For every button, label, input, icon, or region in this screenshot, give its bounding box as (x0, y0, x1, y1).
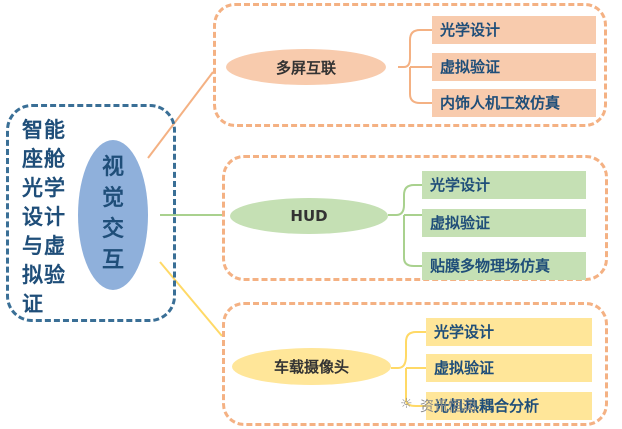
group-2-leaf-3: 贴膜多物理场仿真 (422, 252, 586, 280)
group-box-2 (222, 155, 608, 281)
link-root-to-group-1 (147, 71, 214, 159)
wechat-icon: ☼ (400, 396, 413, 412)
root-box (6, 104, 176, 322)
group-box-3 (222, 302, 608, 426)
watermark-text: 资讯恒润 (420, 399, 476, 415)
group-pill-2: HUD (230, 198, 388, 234)
group-label-3: 车载摄像头 (273, 358, 349, 376)
group-label-1: 多屏互联 (275, 58, 336, 77)
group-3-leaf-2: 虚拟验证 (426, 354, 592, 382)
group-1-leaf-3: 内饰人机工效仿真 (432, 89, 596, 117)
group-pill-3: 车载摄像头 (232, 348, 391, 385)
group-2-leaf-1: 光学设计 (422, 171, 586, 199)
group-2-leaf-2: 虚拟验证 (422, 209, 586, 237)
bracket-group-3 (391, 331, 426, 407)
bracket-group-2 (388, 184, 422, 267)
group-pill-1: 多屏互联 (226, 49, 386, 85)
group-1-leaf-1: 光学设计 (432, 16, 596, 44)
group-3-leaf-1: 光学设计 (426, 318, 592, 346)
bracket-group-1 (398, 29, 432, 104)
root-title: 智能座舱光学设计与虚拟验证 (22, 118, 66, 316)
group-box-1 (213, 3, 607, 127)
group-1-leaf-2: 虚拟验证 (432, 53, 596, 81)
root-center-label: 视觉交互 (101, 155, 124, 273)
link-root-to-group-3 (159, 261, 223, 337)
group-label-2: HUD (290, 207, 328, 225)
group-3-leaf-3: 光机热耦合分析 (426, 392, 592, 420)
root-center-ellipse (78, 140, 148, 290)
